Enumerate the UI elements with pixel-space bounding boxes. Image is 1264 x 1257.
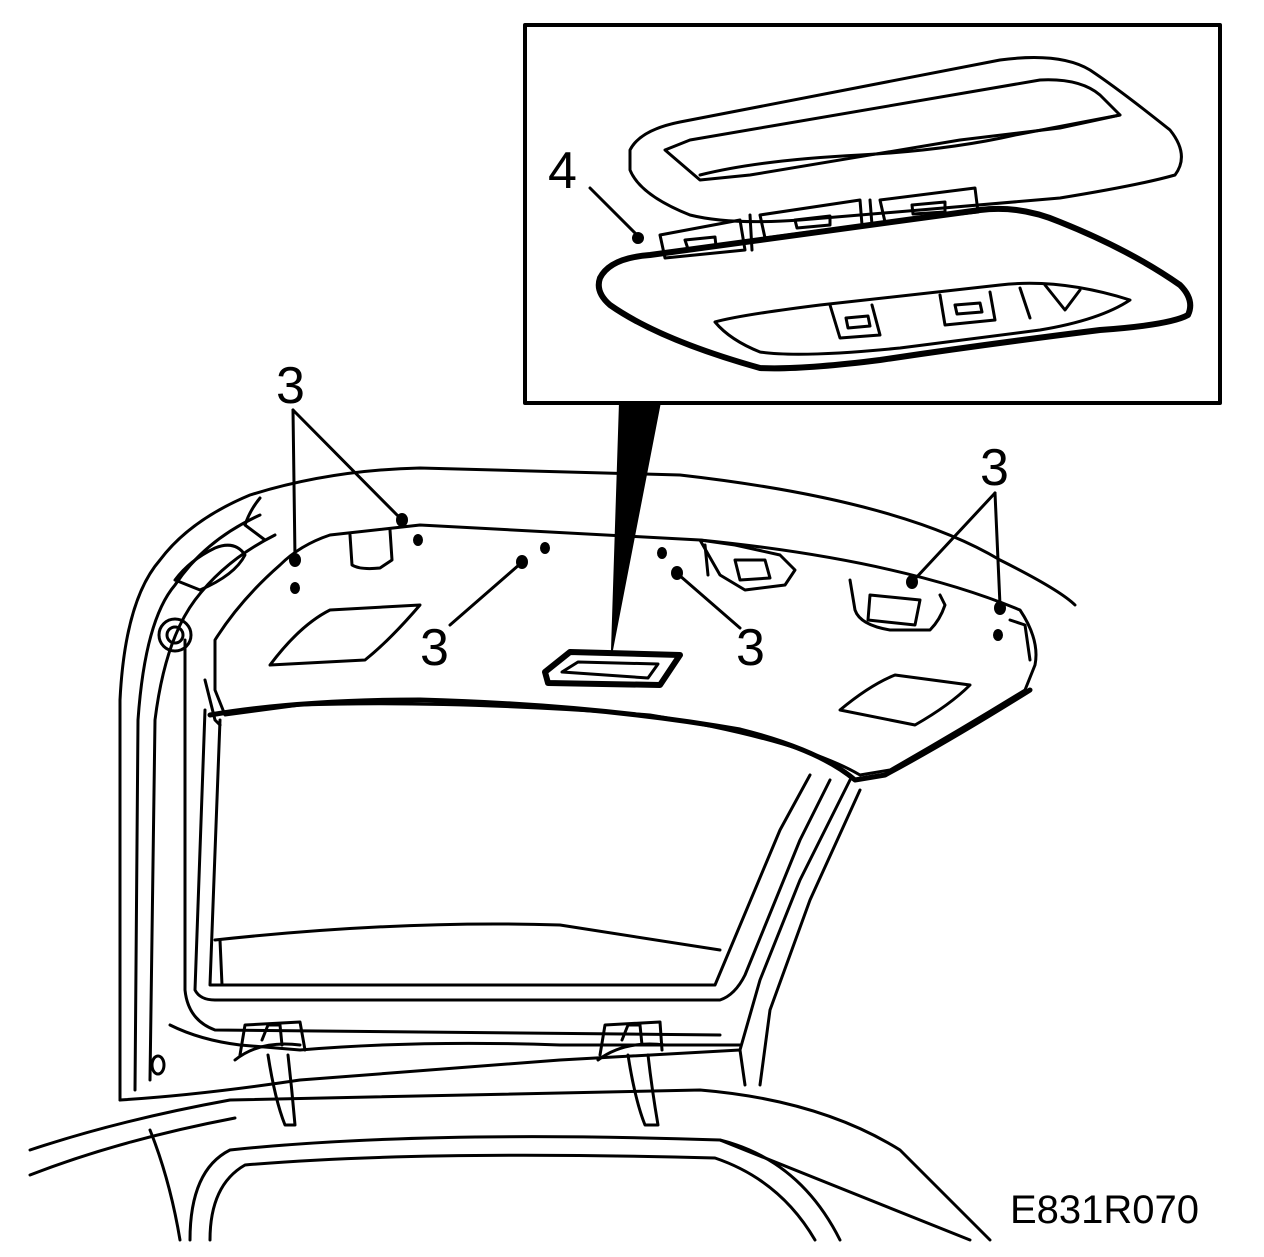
clip-point [290,582,300,594]
car-body [28,1088,992,1242]
callout-3-lower-left: 3 [420,619,449,677]
clip-point [289,553,301,567]
inset-box [523,23,1222,405]
clip-point [413,534,423,546]
rear-window [168,638,832,1052]
tailgate-hinges [233,1020,667,1127]
leader-lines [291,408,1002,630]
callout-3-top-right: 3 [980,439,1009,497]
callout-3-lower-right: 3 [736,619,765,677]
clip-point [993,629,1003,641]
clip-point [657,547,667,559]
clip-points [289,513,1006,641]
clip-point [994,601,1006,615]
callout-3-top-left: 3 [276,357,305,415]
callout-4: 4 [548,142,577,200]
clip-point [540,542,550,554]
inset-pointer [611,401,661,651]
trim-panel [203,523,1038,783]
reference-code: E831R070 [1010,1188,1200,1232]
